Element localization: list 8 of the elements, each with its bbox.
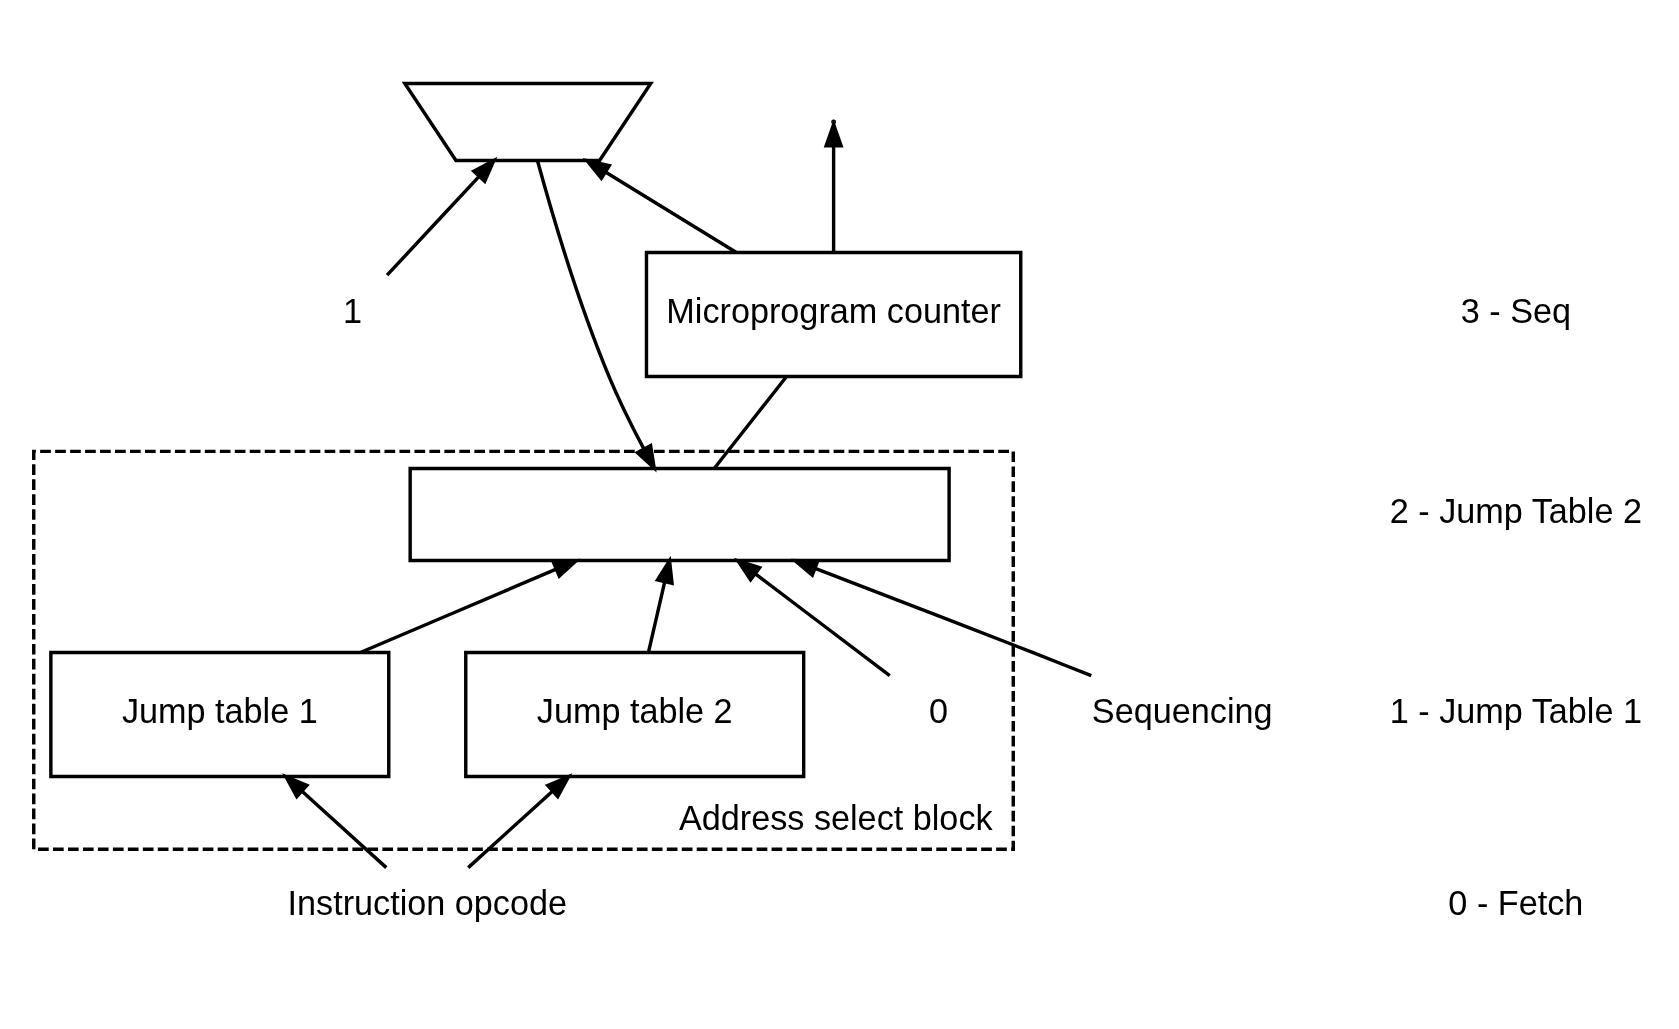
label: 0 - Fetch <box>1448 884 1584 923</box>
node-text: Sequencing <box>1091 691 1273 730</box>
node-text: 1 <box>342 291 362 330</box>
label: 2 - Jump Table 2 <box>1389 491 1642 530</box>
node-text: 0 <box>928 691 948 730</box>
node-text: Instruction opcode <box>287 884 568 923</box>
label: 1 - Jump Table 1 <box>1389 691 1642 730</box>
label: 3 - Seq <box>1460 291 1571 330</box>
